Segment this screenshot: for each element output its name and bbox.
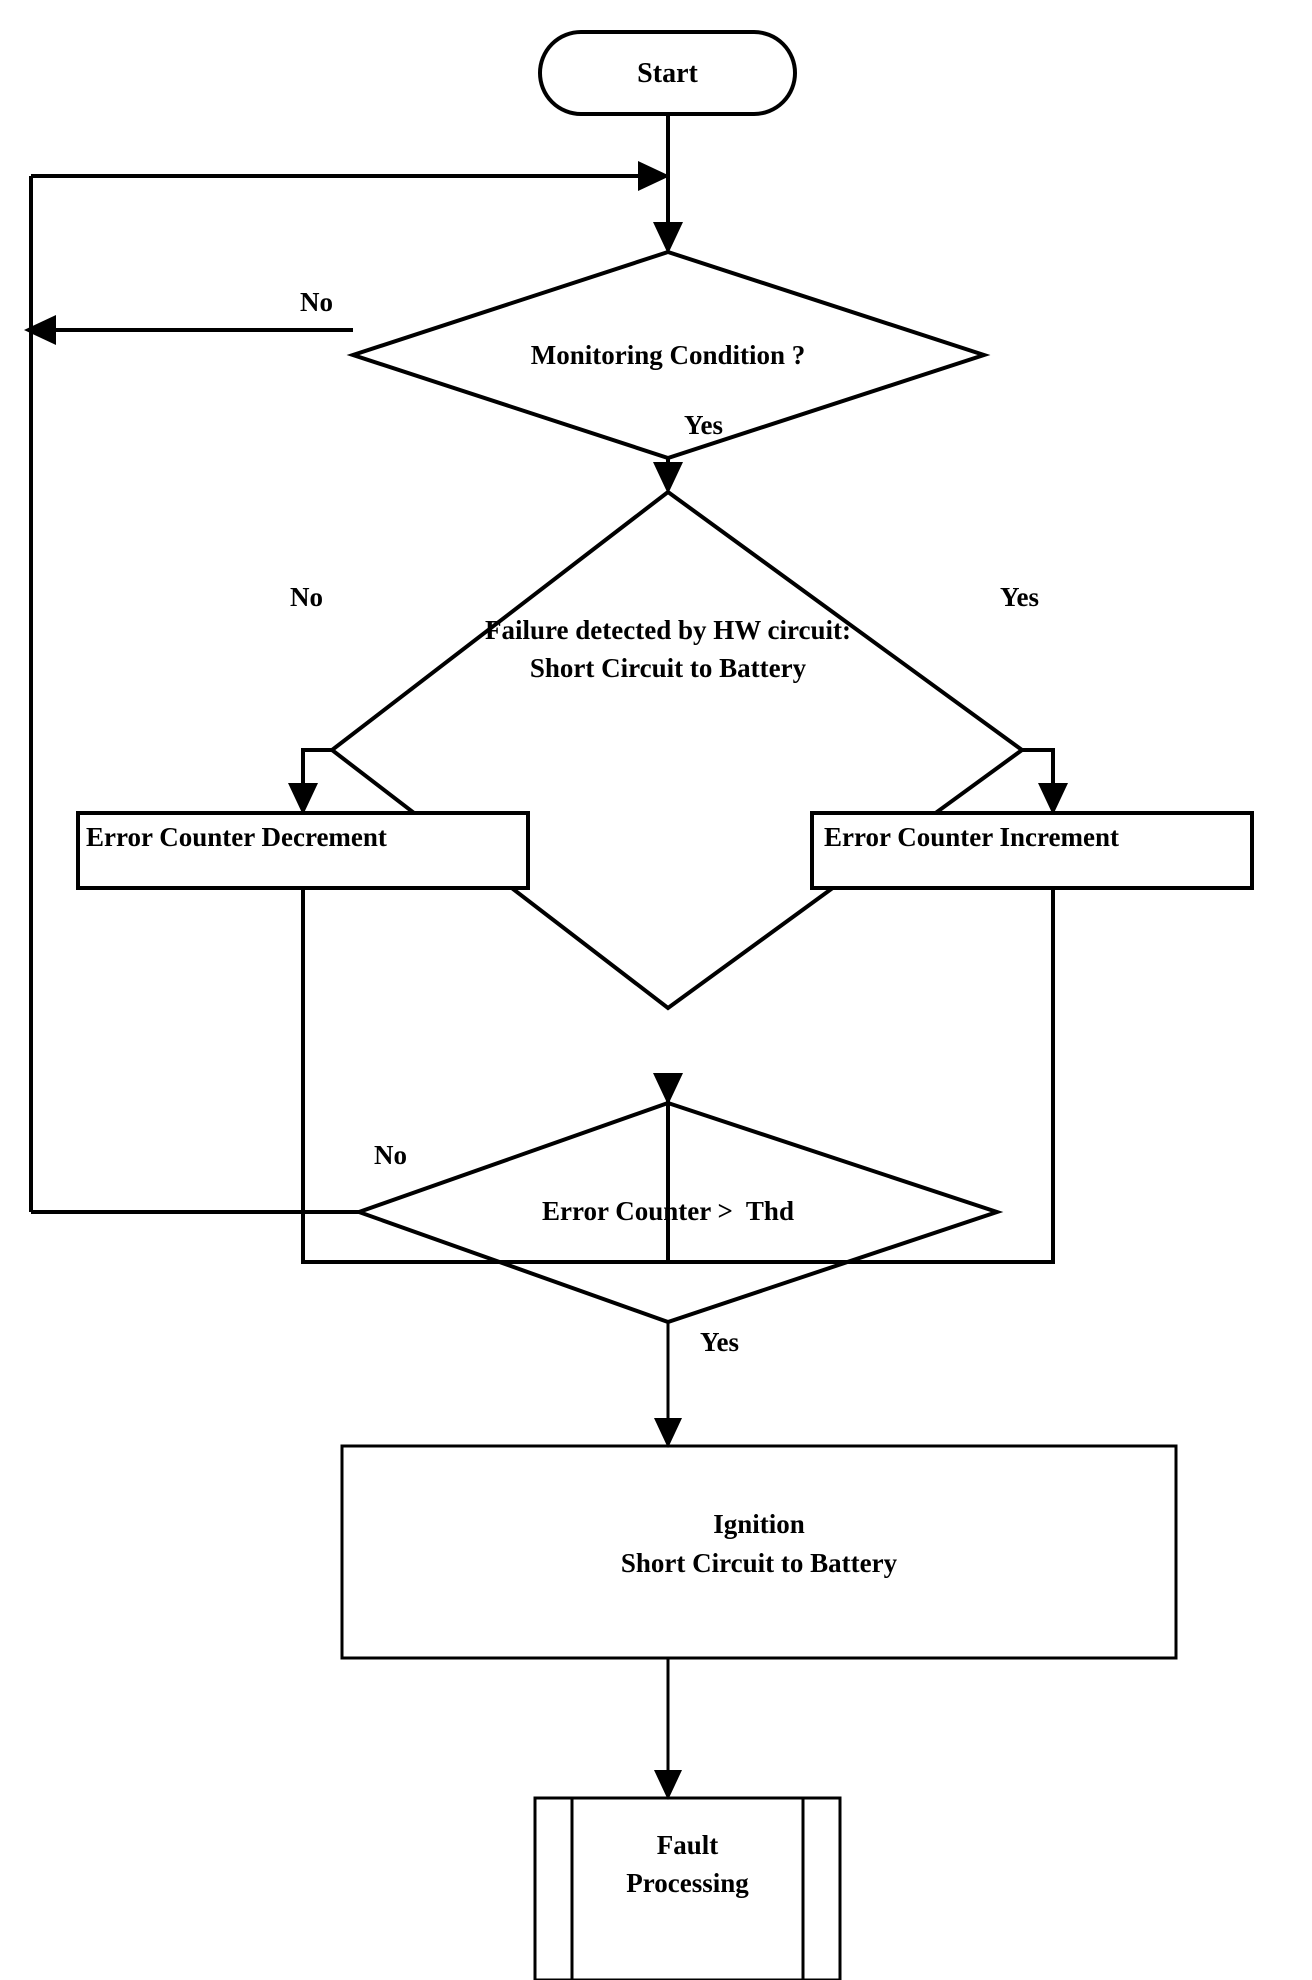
fault-processing-shape[interactable] (533, 1796, 842, 1980)
arrow-into-decrement (288, 783, 318, 815)
arrow-into-monitoring (653, 222, 683, 254)
arrow-into-increment (1038, 783, 1068, 815)
arrow-monitoring-no (24, 315, 56, 345)
connector-merge-counters (301, 888, 1055, 1264)
fault-processing-line1: Fault (656, 1830, 719, 1860)
failure-detected-line2: Short Circuit to Battery (529, 653, 807, 683)
arrow-into-threshold (653, 1073, 683, 1105)
fault-processing-line2: Processing (626, 1868, 749, 1898)
arrow-into-spine-from-feedback (638, 161, 670, 191)
failure-yes-label: Yes (1000, 582, 1039, 612)
error-counter-increment-label: Error Counter Increment (824, 822, 1119, 852)
error-counter-increment-shape[interactable] (810, 811, 1254, 890)
error-counter-decrement-shape[interactable] (76, 811, 530, 890)
ignition-line2: Short Circuit to Battery (620, 1548, 898, 1578)
arrow-into-ignition (654, 1418, 682, 1448)
threshold-yes-label: Yes (700, 1327, 739, 1357)
monitoring-yes-label: Yes (684, 410, 723, 440)
arrow-into-failure-detected (653, 462, 683, 494)
ignition-shape[interactable] (340, 1444, 1178, 1660)
failure-detected-line1: Failure detected by HW circuit: (485, 615, 851, 645)
start-label: Start (637, 58, 698, 89)
monitoring-condition-label: Monitoring Condition ? (530, 340, 806, 370)
monitoring-no-label: No (300, 287, 333, 317)
threshold-no-label: No (374, 1140, 407, 1170)
error-counter-threshold-label: Error Counter > Thd (542, 1196, 794, 1226)
failure-no-label: No (290, 582, 323, 612)
failure-detected-diamond-shape[interactable] (328, 489, 1026, 1011)
ignition-line1: Ignition (713, 1509, 805, 1539)
error-counter-decrement-label: Error Counter Decrement (86, 822, 387, 852)
arrow-into-fault-processing (654, 1770, 682, 1800)
